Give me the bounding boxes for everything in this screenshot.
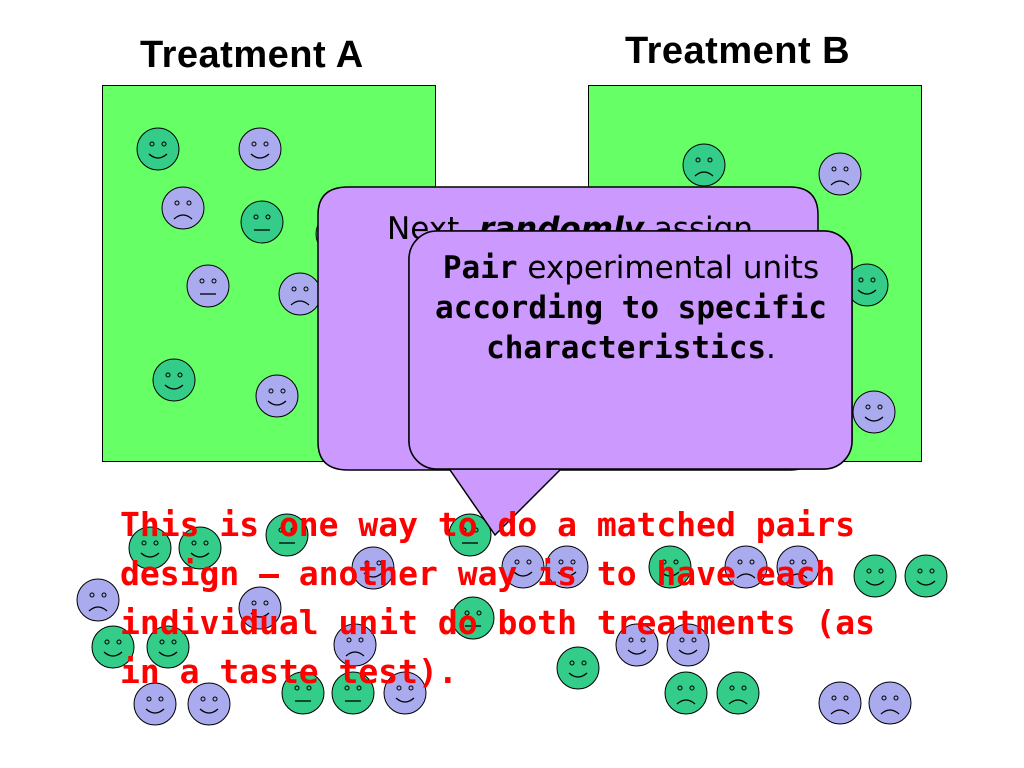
green-face-icon <box>664 671 708 715</box>
purple-face-icon <box>666 623 710 667</box>
green-face-icon <box>448 513 492 557</box>
purple-face-icon <box>333 623 377 667</box>
purple-face-icon <box>545 545 589 589</box>
green-face-icon <box>331 671 375 715</box>
purple-face-icon <box>724 545 768 589</box>
purple-face-icon <box>186 264 230 308</box>
green-face-icon <box>152 358 196 402</box>
callout-front-text: Pair experimental units according to spe… <box>435 250 827 366</box>
matched-pairs-note: This is one way to do a matched pairs de… <box>120 505 875 691</box>
purple-face-icon <box>76 578 120 622</box>
purple-face-icon <box>615 623 659 667</box>
green-face-icon <box>146 625 190 669</box>
purple-face-icon <box>238 586 282 630</box>
treatment-b-title: Treatment B <box>625 30 851 72</box>
green-face-icon <box>682 143 726 187</box>
purple-face-icon <box>278 272 322 316</box>
treatment-a-title: Treatment A <box>140 34 364 76</box>
purple-face-icon <box>238 127 282 171</box>
purple-face-icon <box>383 671 427 715</box>
green-face-icon <box>91 625 135 669</box>
purple-face-icon <box>776 545 820 589</box>
green-face-icon <box>265 513 309 557</box>
purple-face-icon <box>255 374 299 418</box>
green-face-icon <box>904 554 948 598</box>
purple-face-icon <box>818 681 862 725</box>
green-face-icon <box>716 671 760 715</box>
green-face-icon <box>178 526 222 570</box>
green-face-icon <box>556 646 600 690</box>
purple-face-icon <box>818 152 862 196</box>
green-face-icon <box>240 200 284 244</box>
purple-face-icon <box>161 186 205 230</box>
green-face-icon <box>136 127 180 171</box>
purple-face-icon <box>133 682 177 726</box>
green-face-icon <box>853 554 897 598</box>
purple-face-icon <box>351 546 395 590</box>
green-face-icon <box>648 545 692 589</box>
green-face-icon <box>281 671 325 715</box>
purple-face-icon <box>852 390 896 434</box>
green-face-icon <box>451 596 495 640</box>
purple-face-icon <box>501 545 545 589</box>
green-face-icon <box>128 526 172 570</box>
purple-face-icon <box>868 681 912 725</box>
purple-face-icon <box>187 682 231 726</box>
